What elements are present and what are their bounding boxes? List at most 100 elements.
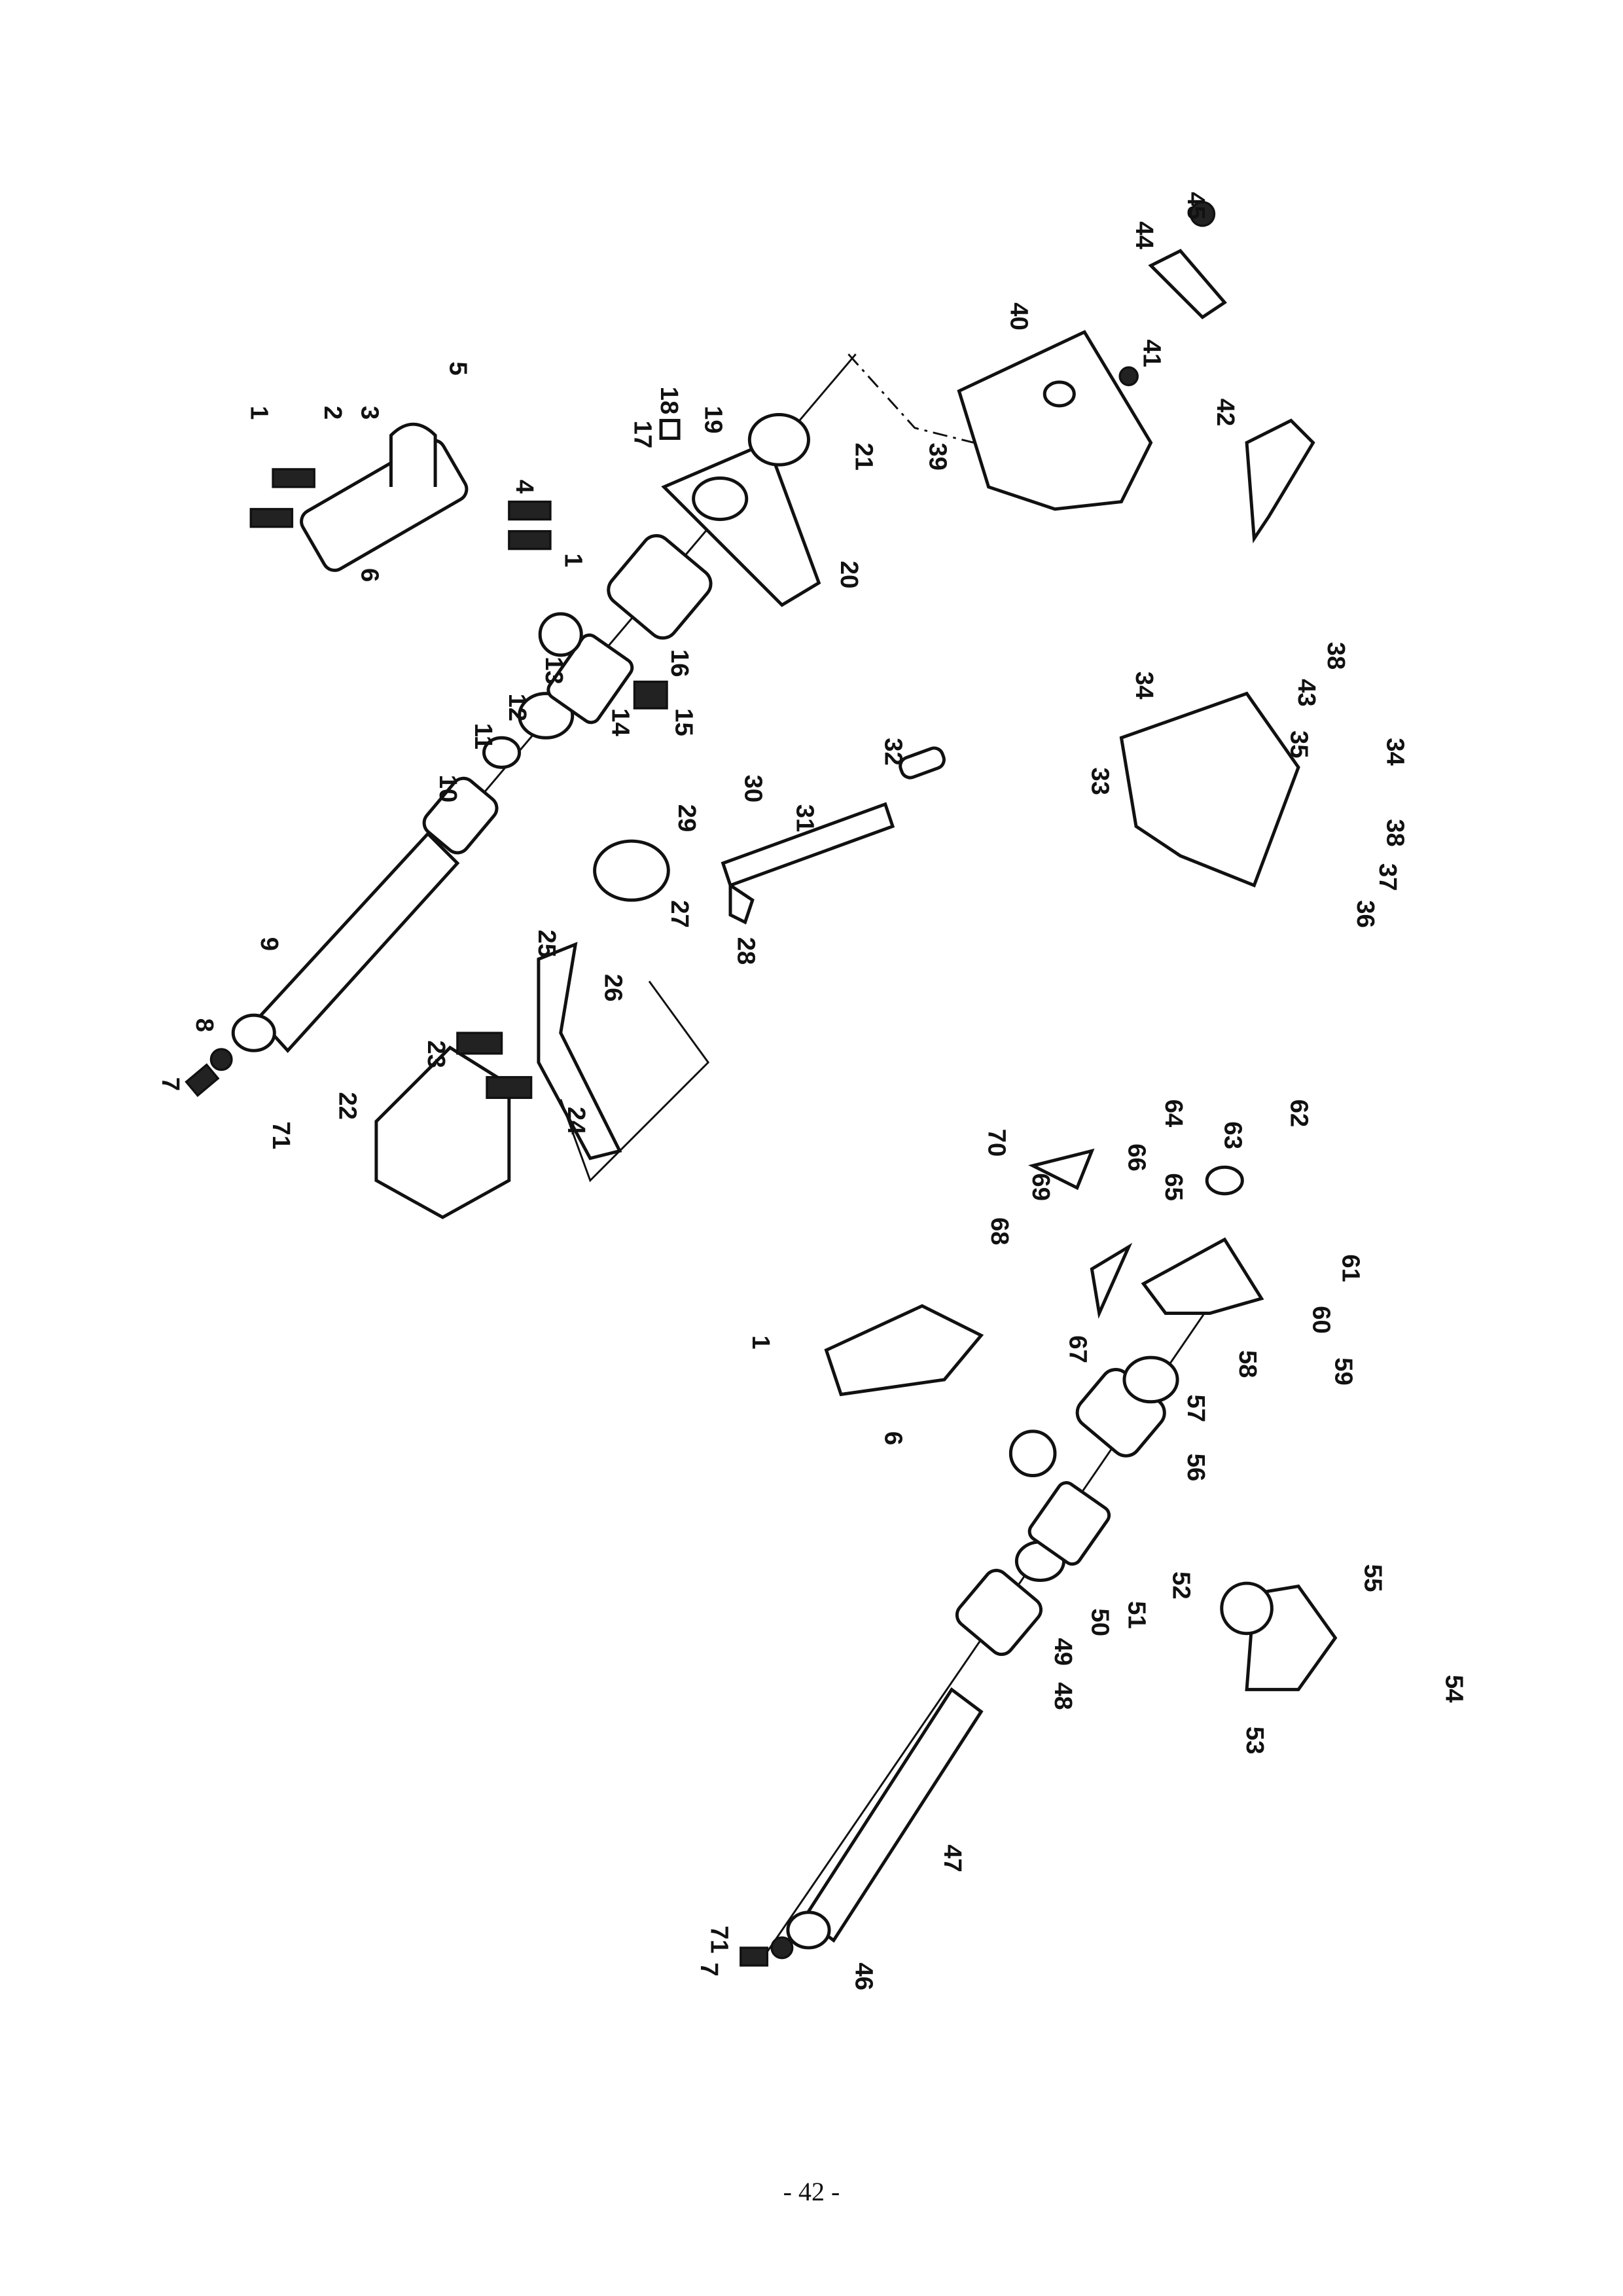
part-23-screw <box>486 1076 533 1100</box>
part-53-ball <box>1220 1581 1274 1636</box>
page-number: - 42 - <box>783 2177 840 2206</box>
part-44-link <box>1148 249 1227 319</box>
part-number-label: 31 <box>791 804 819 833</box>
leader-39 <box>847 353 974 444</box>
part-number-label: 15 <box>670 708 698 736</box>
part-1-screw <box>249 508 294 528</box>
part-number-label: 40 <box>1005 302 1033 331</box>
part-number-label: 2 <box>319 406 347 420</box>
part-number-label: 6 <box>880 1431 908 1445</box>
part-number-label: 59 <box>1329 1357 1357 1386</box>
part-number-label: 38 <box>1381 819 1409 847</box>
part-number-label: 41 <box>1137 340 1166 368</box>
part-number-label: 11 <box>469 723 497 750</box>
part-1-screw <box>272 468 315 488</box>
part-number-label: 52 <box>1167 1571 1195 1600</box>
part-57-bushing <box>1122 1355 1179 1404</box>
part-51-crank <box>1027 1480 1111 1566</box>
part-number-label: 56 <box>1182 1454 1210 1482</box>
part-number-label: 18 <box>655 387 683 415</box>
part-12-washer <box>482 736 522 769</box>
part-71-washer <box>209 1048 233 1071</box>
part-number-label: 8 <box>190 1018 219 1032</box>
part-number-label: 29 <box>673 804 701 833</box>
part-number-label: 13 <box>540 656 568 685</box>
part-number-label: 37 <box>1374 863 1402 891</box>
part-32-pin <box>899 746 946 780</box>
part-number-label: 54 <box>1440 1675 1468 1703</box>
part-67-spring <box>1090 1242 1133 1319</box>
part-number-label: 55 <box>1359 1564 1387 1592</box>
part-number-label: 34 <box>1130 672 1158 700</box>
part-number-label: 68 <box>986 1217 1014 1246</box>
part-number-label: 21 <box>850 442 878 471</box>
part-7-screw <box>185 1063 220 1098</box>
part-number-label: 28 <box>732 937 760 965</box>
part-40-hole <box>1043 380 1076 408</box>
part-31-rod <box>721 802 895 888</box>
part-42-arm <box>1245 418 1315 544</box>
part-number-label: 71 <box>267 1121 295 1149</box>
part-number-label: 1 <box>559 553 587 567</box>
part-number-label: 48 <box>1049 1682 1077 1710</box>
part-number-label: 24 <box>562 1107 590 1135</box>
part-number-label: 30 <box>740 775 768 803</box>
part-number-label: 62 <box>1285 1100 1313 1128</box>
part-7-screw <box>740 1946 769 1967</box>
part-number-label: 45 <box>1182 192 1210 220</box>
ball-joint <box>538 612 583 657</box>
part-5-ubolt <box>389 422 437 487</box>
part-1-screw <box>508 529 552 550</box>
part-41-screw <box>1118 366 1139 387</box>
part-48-collar <box>955 1568 1043 1657</box>
part-number-label: 10 <box>434 775 462 803</box>
part-13-ring <box>518 692 575 740</box>
part-number-label: 3 <box>355 406 383 420</box>
leader-group <box>560 980 710 1183</box>
part-number-label: 49 <box>1049 1638 1077 1666</box>
part-number-label: 38 <box>1322 642 1350 670</box>
part-22-block <box>374 1045 511 1219</box>
part-number-label: 43 <box>1293 679 1321 707</box>
part-number-label: 7 <box>695 1962 723 1976</box>
part-number-label: 14 <box>607 708 635 736</box>
part-28-catch <box>728 882 755 925</box>
part-18-nut <box>659 419 681 440</box>
part-number-label: 71 <box>705 1926 734 1954</box>
part-number-label: 35 <box>1285 730 1313 759</box>
part-1-screw <box>508 500 552 521</box>
part-number-label: 17 <box>628 421 656 449</box>
part-2-clamp <box>300 439 469 572</box>
part-number-label: 70 <box>983 1129 1011 1157</box>
part-number-label: 19 <box>700 406 728 434</box>
part-number-label: 42 <box>1211 399 1240 427</box>
part-21-bushing <box>747 413 810 467</box>
part-33-bracket <box>1119 691 1300 888</box>
part-number-label: 39 <box>923 442 952 471</box>
part-number-label: 6 <box>355 568 383 582</box>
part-16-spring-collar <box>607 534 713 640</box>
part-number-label: 61 <box>1337 1254 1365 1282</box>
part-9-shaft <box>256 831 460 1053</box>
part-number-label: 65 <box>1160 1173 1188 1201</box>
part-number-label: 25 <box>533 929 561 958</box>
part-number-label: 57 <box>1182 1395 1210 1423</box>
part-23-screw <box>456 1031 503 1055</box>
part-number-label: 46 <box>850 1962 878 1990</box>
part-number-label: 33 <box>1086 767 1114 795</box>
part-number-label: 26 <box>599 974 627 1002</box>
part-number-label: 1 <box>245 406 273 420</box>
parts-drawings <box>185 201 1338 1967</box>
part-number-label: 23 <box>422 1040 450 1068</box>
part-number-label: 60 <box>1308 1306 1336 1334</box>
part-69-arm <box>1028 1148 1095 1191</box>
part-19-hub <box>692 476 749 522</box>
part-number-label: 5 <box>444 361 473 375</box>
part-number-label: 16 <box>666 649 694 677</box>
part-number-label: 66 <box>1123 1143 1151 1172</box>
ball-joint <box>1008 1429 1057 1477</box>
part-number-label: 44 <box>1130 221 1158 249</box>
part-number-label: 4 <box>510 480 539 494</box>
